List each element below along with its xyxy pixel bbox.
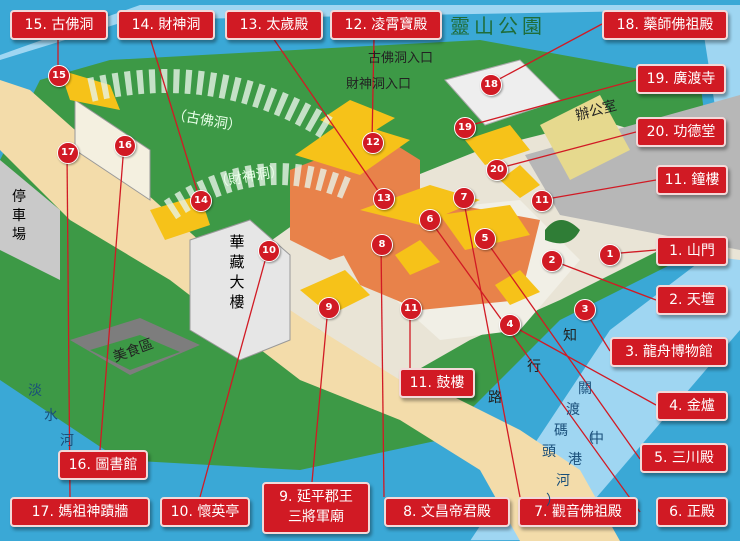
park-title: 靈山公園 <box>450 14 546 38</box>
marker-20[interactable]: 20 <box>486 159 508 181</box>
road-char-1: 知 <box>563 328 577 344</box>
marker-11-drum[interactable]: 11 <box>400 298 422 320</box>
port-char-6: 中 <box>590 431 604 447</box>
label-guangdu-temple[interactable]: 19. 廣渡寺 <box>636 64 726 94</box>
parking-char-1: 停 <box>12 189 26 205</box>
port-char-2: 渡 <box>566 402 580 418</box>
label-taisui-hall[interactable]: 13. 太歲殿 <box>225 10 323 40</box>
label-drum-tower[interactable]: 11. 鼓樓 <box>399 368 475 398</box>
gufo-cave-entrance: 古佛洞入口 <box>368 51 434 66</box>
marker-16[interactable]: 16 <box>114 135 136 157</box>
marker-12[interactable]: 12 <box>362 132 384 154</box>
parking-label: 停 車 場 <box>10 188 28 245</box>
label-sanchuan-hall[interactable]: 5. 三川殿 <box>640 443 728 473</box>
huazang-char-4: 樓 <box>229 293 245 311</box>
river-char-1: 淡 <box>28 383 42 399</box>
label-mazu-wall[interactable]: 17. 媽祖神蹟牆 <box>10 497 150 527</box>
marker-7[interactable]: 7 <box>453 187 475 209</box>
label-guanyin-hall[interactable]: 7. 觀音佛祖殿 <box>518 497 638 527</box>
label-medicine-buddha-hall[interactable]: 18. 藥師佛祖殿 <box>602 10 728 40</box>
marker-15[interactable]: 15 <box>48 65 70 87</box>
port-char-5: （ <box>580 431 594 447</box>
river-char-2: 水 <box>44 408 58 424</box>
marker-3[interactable]: 3 <box>574 299 596 321</box>
marker-18[interactable]: 18 <box>480 74 502 96</box>
marker-19[interactable]: 19 <box>454 117 476 139</box>
port-char-3: 碼 <box>554 423 568 439</box>
label-library[interactable]: 16. 圖書館 <box>58 450 148 480</box>
road-char-2: 行 <box>527 359 541 375</box>
parking-char-2: 車 <box>12 208 26 224</box>
port-char-9: ） <box>546 493 560 509</box>
label-yanping-text: 9. 延平郡王 三將軍廟 <box>279 489 353 525</box>
huazang-char-1: 華 <box>229 233 245 251</box>
marker-11-bell[interactable]: 11 <box>531 190 553 212</box>
marker-1[interactable]: 1 <box>599 244 621 266</box>
huazang-char-3: 大 <box>229 273 245 291</box>
label-heaven-altar[interactable]: 2. 天壇 <box>656 285 728 315</box>
marker-10[interactable]: 10 <box>258 240 280 262</box>
river-char-3: 河 <box>60 433 74 449</box>
caishen-cave-entrance: 財神洞入口 <box>346 77 412 92</box>
label-main-hall[interactable]: 6. 正殿 <box>656 497 728 527</box>
port-char-4: 頭 <box>542 444 556 460</box>
road-char-3: 路 <box>488 390 502 406</box>
marker-2[interactable]: 2 <box>541 250 563 272</box>
marker-6[interactable]: 6 <box>419 209 441 231</box>
label-mountain-gate[interactable]: 1. 山門 <box>656 236 728 266</box>
marker-17[interactable]: 17 <box>57 142 79 164</box>
label-dragon-boat-museum[interactable]: 3. 龍舟博物館 <box>610 337 728 367</box>
label-merit-hall[interactable]: 20. 功德堂 <box>636 117 726 147</box>
marker-9[interactable]: 9 <box>318 297 340 319</box>
label-wenchang-hall[interactable]: 8. 文昌帝君殿 <box>384 497 510 527</box>
label-lingxiao-hall[interactable]: 12. 凌霄寶殿 <box>330 10 442 40</box>
marker-8[interactable]: 8 <box>371 234 393 256</box>
label-gufo-cave[interactable]: 15. 古佛洞 <box>10 10 108 40</box>
label-golden-furnace[interactable]: 4. 金爐 <box>656 391 728 421</box>
huazang-char-2: 藏 <box>229 253 245 271</box>
marker-14[interactable]: 14 <box>190 190 212 212</box>
parking-char-3: 場 <box>12 227 26 243</box>
label-huaiying-pavilion[interactable]: 10. 懷英亭 <box>160 497 250 527</box>
port-char-1: 關 <box>578 381 592 397</box>
marker-13[interactable]: 13 <box>373 188 395 210</box>
marker-4[interactable]: 4 <box>499 314 521 336</box>
label-caishen-cave[interactable]: 14. 財神洞 <box>117 10 215 40</box>
port-char-8: 河 <box>556 473 570 489</box>
huazang-building-label: 華 藏 大 樓 <box>228 232 246 312</box>
label-bell-tower[interactable]: 11. 鐘樓 <box>656 165 728 195</box>
label-yanping-temple[interactable]: 9. 延平郡王 三將軍廟 <box>262 482 370 534</box>
marker-5[interactable]: 5 <box>474 228 496 250</box>
port-char-7: 港 <box>568 452 582 468</box>
